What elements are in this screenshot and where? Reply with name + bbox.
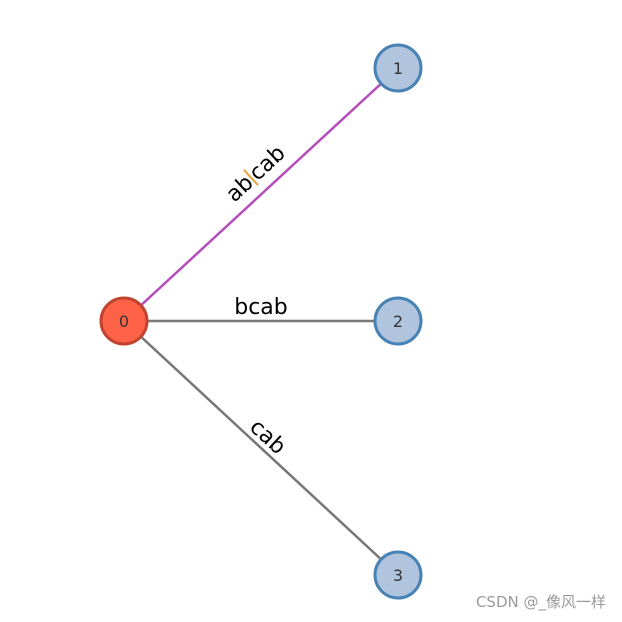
watermark: CSDN @_像风一样 [475, 593, 606, 611]
node-0-label: 0 [119, 312, 129, 331]
node-1: 1 [373, 43, 423, 93]
edge-0-1 [123, 67, 399, 322]
edge-label-0-1-separator [243, 169, 259, 186]
node-2-label: 2 [393, 312, 403, 331]
node-3: 3 [373, 550, 423, 600]
edge-label-0-3-group: cab [244, 415, 290, 460]
node-1-label: 1 [393, 59, 403, 78]
node-0: 0 [99, 296, 149, 346]
edge-label-0-2: bcab [234, 295, 288, 320]
node-3-label: 3 [393, 566, 403, 585]
edge-label-0-3: cab [244, 415, 290, 460]
node-2: 2 [373, 296, 423, 346]
edge-0-3 [123, 320, 399, 576]
